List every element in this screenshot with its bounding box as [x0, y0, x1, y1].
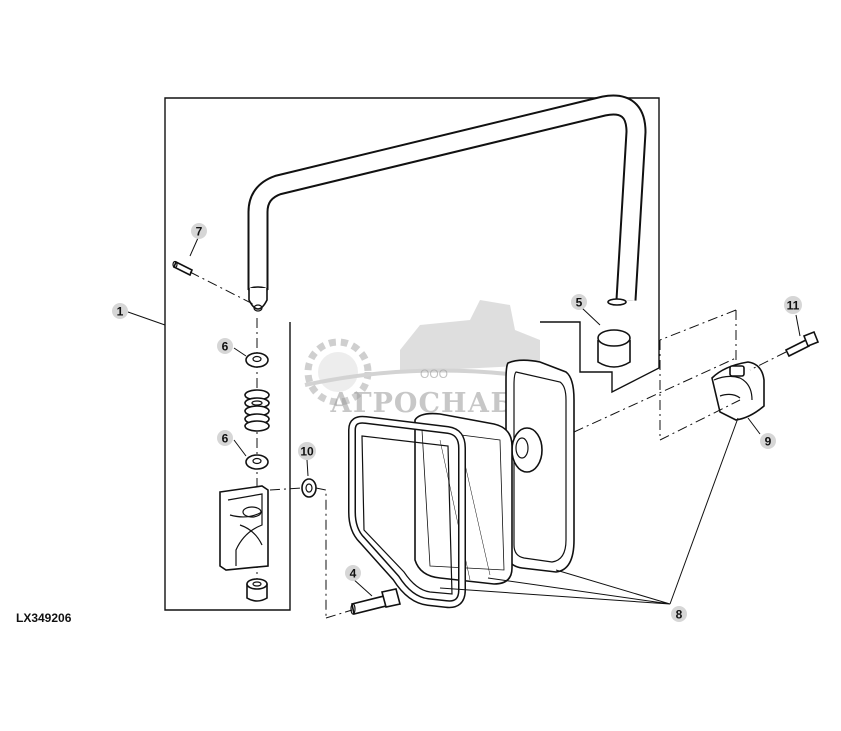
callout-6-lower: 6	[217, 430, 233, 446]
bolt-11	[784, 330, 820, 358]
bolt-4	[350, 588, 401, 615]
svg-text:10: 10	[300, 445, 314, 459]
svg-text:11: 11	[787, 299, 800, 313]
assembly-frame	[164, 97, 660, 611]
svg-text:6: 6	[222, 432, 229, 446]
bolt-4-axis	[325, 609, 353, 619]
washer-10	[301, 478, 317, 498]
pin	[172, 260, 194, 277]
callout-4: 4	[345, 565, 361, 581]
callout-11: 11	[784, 296, 802, 314]
handle-bar	[247, 94, 647, 312]
watermark-company-name: АГРОСНАБ	[330, 388, 515, 419]
watermark-prefix: ООО	[420, 367, 448, 381]
pin-leader	[189, 271, 256, 306]
figure-id: LX349206	[16, 611, 72, 625]
svg-text:7: 7	[196, 225, 203, 239]
callout-9: 9	[760, 433, 776, 449]
callout-10: 10	[298, 442, 316, 460]
callout-8: 8	[671, 606, 687, 622]
leader-6b	[233, 439, 247, 457]
leader-9	[747, 417, 761, 435]
washer-lower	[245, 454, 269, 470]
end-cap-5	[597, 329, 631, 368]
mount-axis-right	[573, 309, 787, 441]
svg-text:9: 9	[765, 435, 772, 449]
svg-text:6: 6	[222, 340, 229, 354]
mirror-frame-seal	[348, 415, 466, 609]
callout-7: 7	[191, 223, 207, 239]
bushing-lower	[246, 578, 268, 602]
mirror-rear-housing	[505, 359, 575, 573]
callout-5: 5	[571, 294, 587, 310]
svg-text:8: 8	[676, 608, 683, 622]
watermark-logo	[304, 300, 541, 406]
spring	[244, 389, 270, 432]
svg-text:4: 4	[350, 567, 357, 581]
callout-1: 1	[112, 303, 128, 319]
washer-upper	[245, 352, 269, 368]
leader-11	[795, 314, 801, 337]
clamp-9	[711, 361, 765, 421]
washer-10-axis	[269, 487, 327, 618]
svg-text:1: 1	[117, 305, 124, 319]
bracket	[219, 485, 269, 571]
leader-10	[306, 459, 309, 477]
leader-7	[189, 237, 199, 257]
leader-1	[127, 311, 166, 326]
callout-6-upper: 6	[217, 338, 233, 354]
leader-4	[351, 577, 373, 597]
svg-text:5: 5	[576, 296, 583, 310]
leader-6a	[233, 347, 247, 357]
leader-5	[581, 307, 601, 326]
leader-8	[439, 417, 739, 605]
